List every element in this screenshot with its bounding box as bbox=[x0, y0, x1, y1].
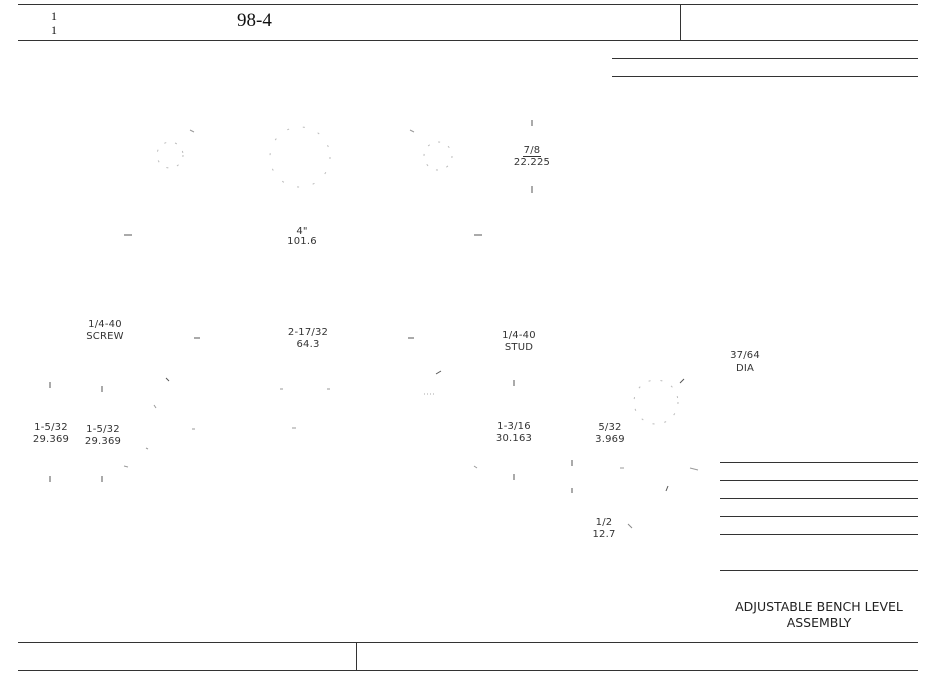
dim-101-6: 101.6 bbox=[287, 236, 317, 247]
dim-1-3-16: 1-3/16 bbox=[497, 421, 531, 432]
dim-29-369-b: 29.369 bbox=[84, 436, 122, 447]
title-line-2: ASSEMBLY bbox=[786, 615, 852, 630]
screw-label: SCREW bbox=[86, 331, 124, 342]
dim-22-225: 22.225 bbox=[513, 157, 551, 168]
dim-5-32: 5/32 bbox=[598, 422, 622, 433]
sheet-number-bottom: 1 bbox=[51, 23, 57, 37]
dim-1-5-32-b: 1-5/32 bbox=[86, 424, 120, 435]
stud-thread: 1/4-40 bbox=[502, 330, 536, 341]
screw-thread: 1/4-40 bbox=[88, 319, 122, 330]
dim-7-8-value: 7/8 bbox=[522, 145, 542, 157]
dim-1-2: 1/2 bbox=[595, 517, 613, 528]
title-line-1: ADJUSTABLE BENCH LEVEL bbox=[735, 599, 903, 614]
dim-3-969: 3.969 bbox=[595, 434, 625, 445]
sheet-number-top: 1 bbox=[51, 9, 57, 23]
dim-37-64: 37/64 bbox=[730, 350, 760, 361]
dim-29-369-a: 29.369 bbox=[32, 434, 70, 445]
dim-1-5-32-a: 1-5/32 bbox=[34, 422, 68, 433]
dim-12-7: 12.7 bbox=[592, 529, 616, 540]
dim-64-3: 64.3 bbox=[296, 339, 320, 350]
dim-2-17-32: 2-17/32 bbox=[287, 327, 329, 338]
drawing-number: 98-4 bbox=[237, 10, 272, 31]
dim-7-8: 7/8 bbox=[508, 145, 556, 157]
dim-30-163: 30.163 bbox=[495, 433, 533, 444]
dim-37-64-dia: DIA bbox=[735, 363, 755, 374]
dim-4-inch: 4" bbox=[296, 226, 308, 237]
stud-label: STUD bbox=[504, 342, 534, 353]
